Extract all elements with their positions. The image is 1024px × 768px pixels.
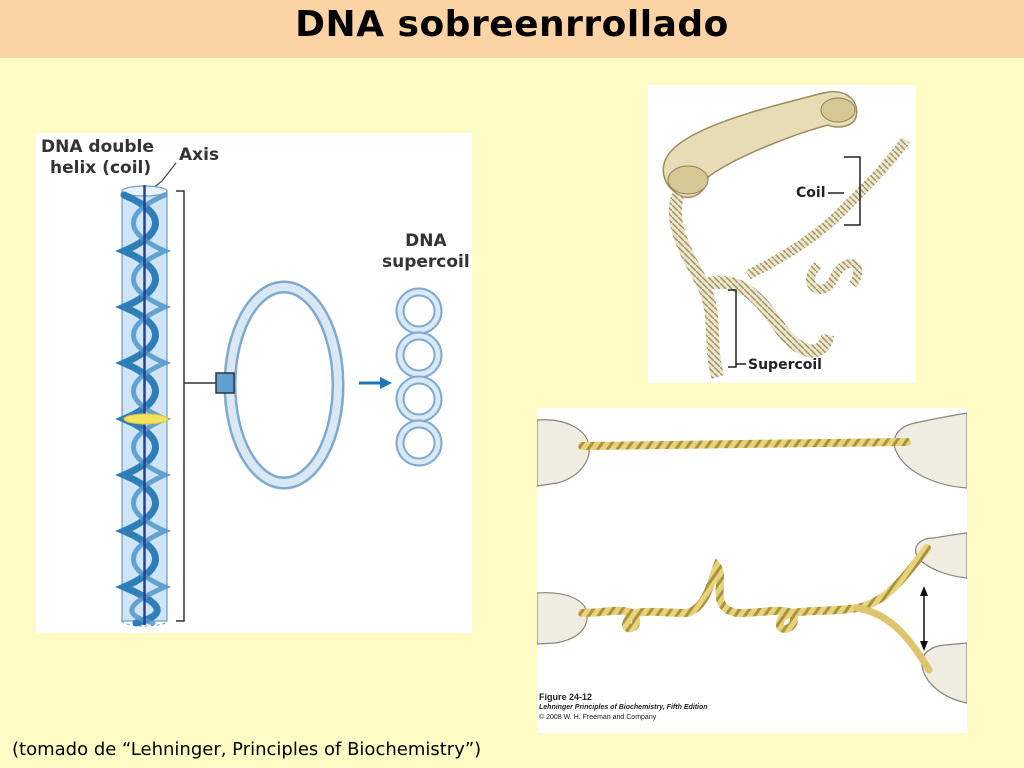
helix-drawing: [115, 162, 443, 627]
cord-segment-middle: [701, 275, 835, 358]
coil-label: Coil: [796, 185, 826, 201]
right-hand-top: [893, 412, 967, 489]
title-bar: [0, 0, 1024, 58]
axis-label: Axis: [179, 145, 220, 165]
supercoil-label: DNA supercoil: [382, 231, 470, 273]
phone-drawing: [662, 90, 911, 379]
relaxed-dna-ring-inner: [226, 283, 342, 487]
left-hand-bottom: [537, 592, 588, 645]
left-hand-top: [537, 419, 590, 487]
cord-segment-left: [668, 192, 725, 379]
rope-strand-split: [853, 604, 933, 674]
supercoil-label-line1: DNA: [405, 231, 447, 251]
cylinder-bottom: [121, 620, 168, 627]
coil-bracket: [844, 156, 861, 226]
telephone-handset: [662, 90, 858, 198]
helix-label-line1: DNA double: [41, 137, 154, 157]
dna-helix-diagram: DNA double helix (coil) Axis DNA superco…: [36, 133, 472, 633]
telephone-cord-illustration: Coil Supercoil: [648, 85, 916, 383]
page-title: DNA sobreenrrollado: [295, 4, 729, 45]
supercoil-loops: [395, 287, 443, 467]
supercoil-label-line2: supercoil: [382, 252, 470, 272]
highlight-disc: [123, 413, 169, 425]
right-hand-bottom-strand: [921, 642, 967, 704]
cord-segment-right: [745, 137, 911, 280]
axis-pointer-line: [151, 162, 177, 190]
magnify-square: [215, 372, 235, 394]
supercoil-bracket: [728, 289, 737, 368]
right-hand-top-strand: [915, 532, 967, 579]
source-caption: (tomado de “Lehninger, Principles of Bio…: [12, 739, 482, 760]
arrow-head: [380, 377, 392, 389]
helix-label-line2: helix (coil): [50, 158, 152, 178]
double-arrow-head-down: [920, 641, 928, 651]
supercoil-label-phone: Supercoil: [748, 357, 822, 373]
rope-twisted: [578, 438, 911, 450]
double-arrow-head-up: [920, 586, 928, 596]
figure-number: Figure 24-12: [539, 692, 593, 702]
cord-loop: [806, 259, 863, 294]
figure-book: Lehninger Principles of Biochemistry, Fi…: [539, 704, 708, 711]
rope-drawing: [537, 412, 967, 704]
helix-bracket: [176, 190, 185, 622]
helix-label: DNA double helix (coil): [41, 137, 154, 179]
twisted-rope-illustration: Figure 24-12 Lehninger Principles of Bio…: [537, 408, 967, 733]
figure-copyright: © 2008 W. H. Freeman and Company: [539, 714, 657, 721]
rope-supercoiled: [578, 544, 931, 633]
